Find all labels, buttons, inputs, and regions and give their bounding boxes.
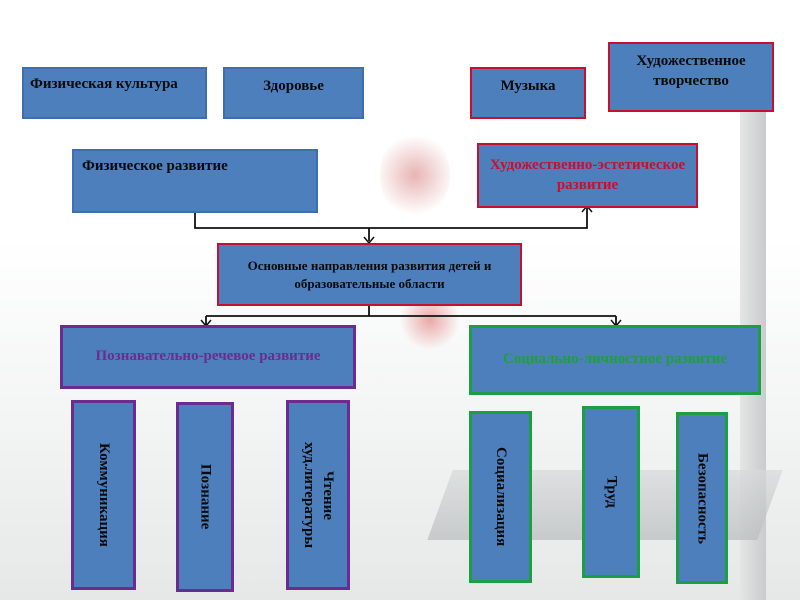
background-red-blur [380,130,450,220]
box-socializaciya: Социализация [469,411,532,583]
box-chtenie-hud-literatury: Чтение худ.литературы [286,400,350,590]
box-zdorovie: Здоровье [223,67,364,119]
box-label: Социально-личностное развитие [502,351,728,368]
box-label: Труд [603,476,620,508]
box-label: Безопасность [694,452,711,544]
box-hudozhestvennoe-tvorchestvo: Художественное творчество [608,42,774,112]
box-label: Основные направления развития детей и об… [247,257,492,291]
box-label: Музыка [500,78,556,94]
box-fizicheskoe-razvitie: Физическое развитие [72,149,318,213]
connector-top [194,208,588,229]
box-socialno-lichnostnoe: Социально-личностное развитие [469,325,761,395]
box-poznavatelno-rechevoe: Познавательно-речевое развитие [60,325,356,389]
box-label: Познание [197,464,214,530]
box-label: Познавательно-речевое развитие [95,348,321,365]
box-label: Здоровье [263,78,324,94]
box-bezopasnost: Безопасность [676,412,728,584]
box-kommunikaciya: Коммуникация [71,400,136,590]
box-label: Художественное творчество [636,53,746,89]
box-label: Физическая культура [30,76,178,92]
box-fizicheskaya-kultura: Физическая культура [22,67,207,119]
box-osnovnye-napravleniya: Основные направления развития детей и об… [217,243,522,306]
box-muzyka: Музыка [470,67,586,119]
box-trud: Труд [582,406,640,578]
box-label: Социализация [492,447,509,547]
box-label: Коммуникация [95,443,112,547]
box-label: Художественно-эстетическое развитие [489,157,686,193]
connector-bottom [205,306,617,325]
box-poznanie: Познание [176,402,234,592]
box-hudozhestvenno-esteticheskoe: Художественно-эстетическое развитие [477,143,698,208]
box-label: Физическое развитие [82,158,228,174]
box-label: Чтение худ.литературы [301,441,336,549]
